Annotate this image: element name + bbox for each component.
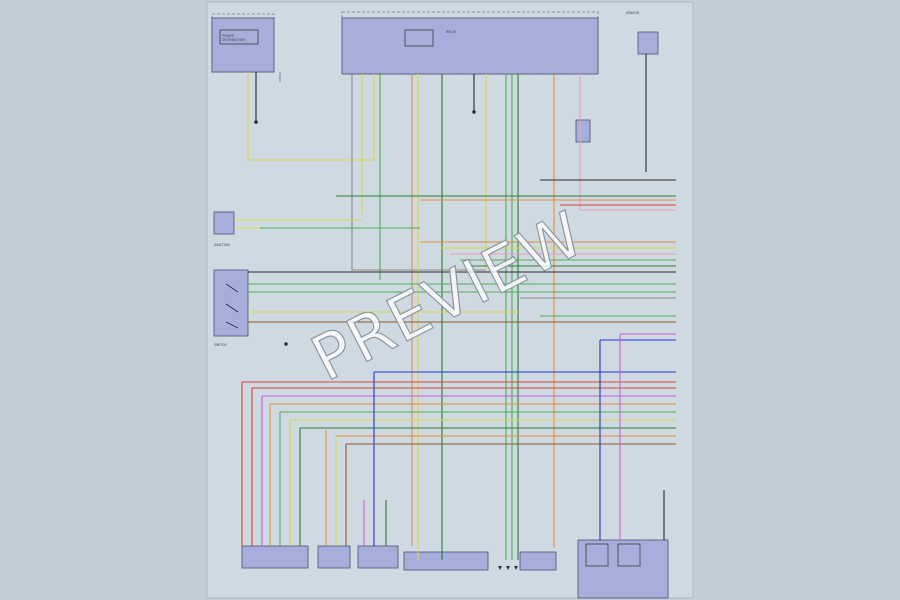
relay-switch-icon <box>617 543 641 567</box>
left-switch-block: SWITCH <box>213 269 249 347</box>
splice-dot-icon <box>254 110 476 346</box>
svg-text:JUNCTION: JUNCTION <box>213 243 230 247</box>
relay-switch-icon <box>404 29 434 47</box>
bottom-drop-wires <box>241 334 665 546</box>
bottom-components <box>241 539 669 599</box>
diagram-sheet <box>206 1 694 599</box>
ground-symbol-icon <box>498 566 518 570</box>
left-connector-small: JUNCTION <box>213 211 235 247</box>
right-mid-connector <box>575 119 591 143</box>
vertical-wires <box>247 54 647 560</box>
top-center-component: RELAY <box>341 11 599 75</box>
yellow-wire-loop <box>247 122 375 161</box>
svg-text:SENSOR: SENSOR <box>626 11 640 15</box>
relay-switch-icon <box>585 543 609 567</box>
svg-text:SWITCH: SWITCH <box>214 343 227 347</box>
svg-text:DISTRIBUTION: DISTRIBUTION <box>222 38 245 42</box>
top-left-component: POWER DISTRIBUTION <box>211 13 275 73</box>
horizontal-bus-wires <box>234 179 676 445</box>
relay-switch-icon <box>225 283 239 329</box>
svg-text:RELAY: RELAY <box>446 30 456 34</box>
svg-text:POWER: POWER <box>222 34 235 38</box>
top-right-component: SENSOR <box>626 11 659 55</box>
